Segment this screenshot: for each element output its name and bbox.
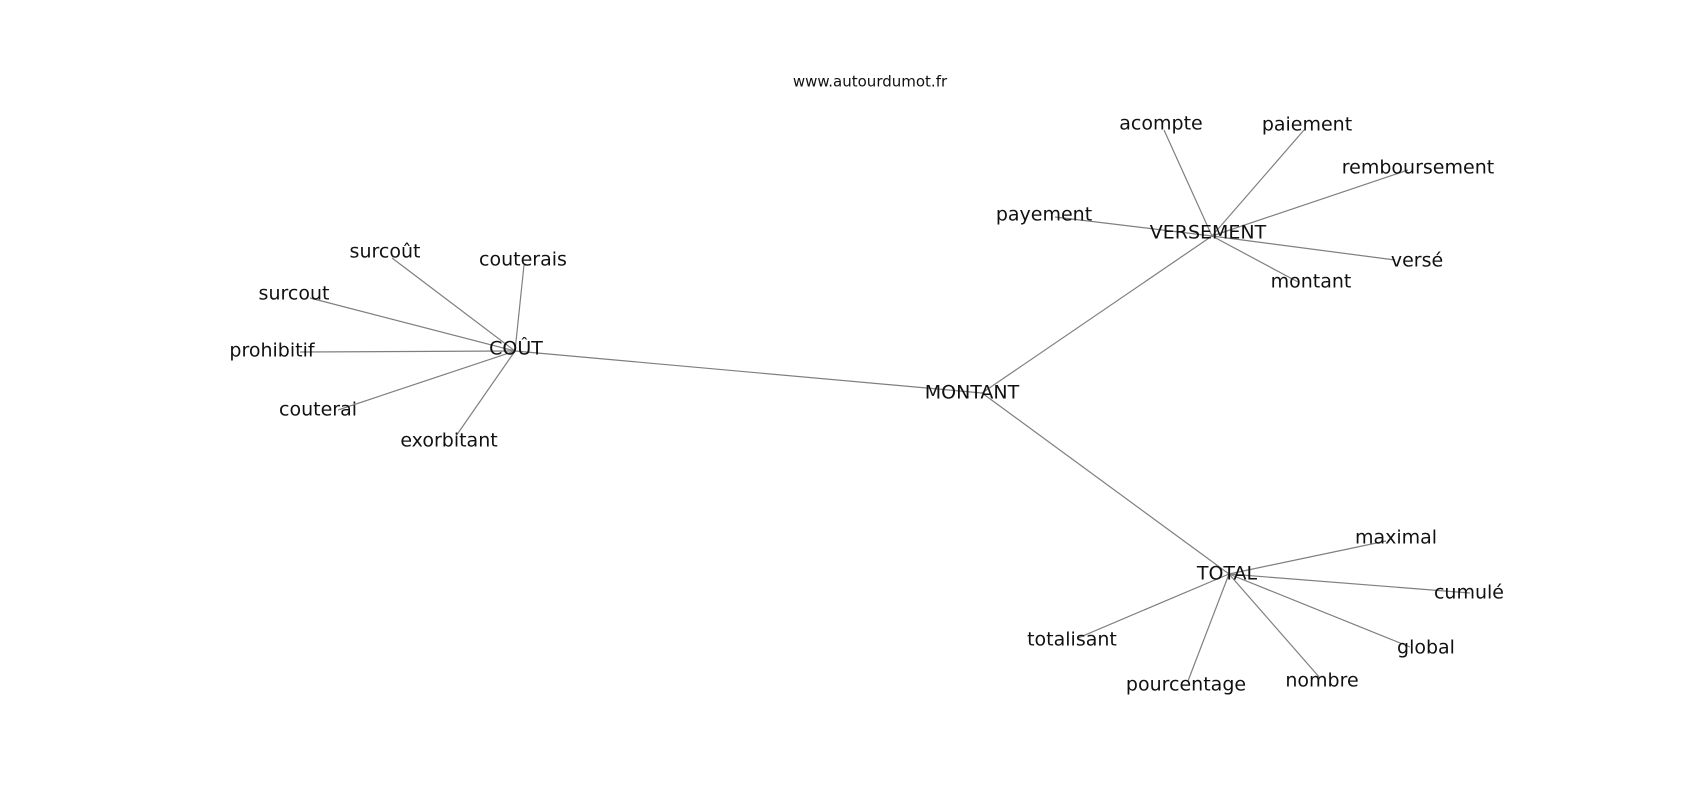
edge-versement-hub-acompte — [1163, 129, 1213, 237]
edge-cout-hub-surcout — [309, 297, 516, 352]
hub-word-montant-hub[interactable]: MONTANT — [925, 382, 1020, 404]
edge-montant-hub-total-hub — [981, 392, 1230, 575]
edge-cout-hub-prohibitif — [299, 350, 516, 353]
graph-edges — [299, 129, 1471, 682]
edge-versement-hub-remboursement — [1211, 169, 1409, 237]
edge-versement-hub-verse — [1211, 235, 1396, 261]
word-node-nombre[interactable]: nombre — [1285, 670, 1358, 692]
edge-montant-hub-versement-hub — [981, 235, 1213, 394]
edge-montant-hub-cout-hub — [514, 350, 983, 394]
word-node-remboursement[interactable]: remboursement — [1342, 157, 1494, 179]
word-node-couterai[interactable]: couterai — [279, 399, 357, 421]
edge-total-hub-cumule — [1228, 573, 1471, 594]
word-node-acompte[interactable]: acompte — [1119, 113, 1202, 135]
word-node-maximal[interactable]: maximal — [1355, 527, 1437, 549]
edge-total-hub-global — [1228, 573, 1411, 648]
edge-versement-hub-paiement — [1211, 129, 1305, 237]
edge-cout-hub-exorbitant — [455, 350, 516, 437]
edge-cout-hub-couterai — [337, 350, 516, 411]
edge-total-hub-pourcentage — [1187, 573, 1230, 682]
word-node-montant[interactable]: montant — [1271, 271, 1352, 293]
word-node-pourcentage[interactable]: pourcentage — [1126, 674, 1246, 696]
edge-cout-hub-couterais — [514, 264, 525, 352]
graph-labels: MONTANT COÛT VERSEMENT TOTAL couterais surcoû… — [229, 113, 1504, 696]
hub-word-cout-hub[interactable]: COÛT — [489, 336, 543, 360]
word-node-surcout-circ[interactable]: surcoût — [350, 241, 421, 263]
word-node-couterais[interactable]: couterais — [479, 249, 567, 271]
edge-cout-hub-surcout-circ — [391, 257, 516, 352]
word-node-payement[interactable]: payement — [996, 204, 1092, 226]
word-node-surcout[interactable]: surcout — [259, 283, 330, 305]
word-node-exorbitant[interactable]: exorbitant — [400, 430, 497, 452]
word-node-cumule[interactable]: cumulé — [1434, 582, 1504, 604]
edge-total-hub-totalisant — [1077, 573, 1230, 639]
word-node-prohibitif[interactable]: prohibitif — [229, 340, 315, 362]
source-url: www.autourdumot.fr — [793, 73, 948, 91]
hub-word-versement-hub[interactable]: VERSEMENT — [1150, 222, 1267, 244]
hub-word-total-hub[interactable]: TOTAL — [1196, 563, 1258, 585]
word-node-paiement[interactable]: paiement — [1262, 114, 1352, 136]
word-node-totalisant[interactable]: totalisant — [1027, 629, 1117, 651]
edge-versement-hub-montant — [1211, 235, 1299, 283]
word-node-verse[interactable]: versé — [1391, 250, 1443, 272]
edge-total-hub-nombre — [1228, 573, 1321, 679]
word-node-global[interactable]: global — [1397, 637, 1455, 659]
edge-total-hub-maximal — [1228, 540, 1387, 575]
edge-versement-hub-payement — [1054, 216, 1213, 237]
